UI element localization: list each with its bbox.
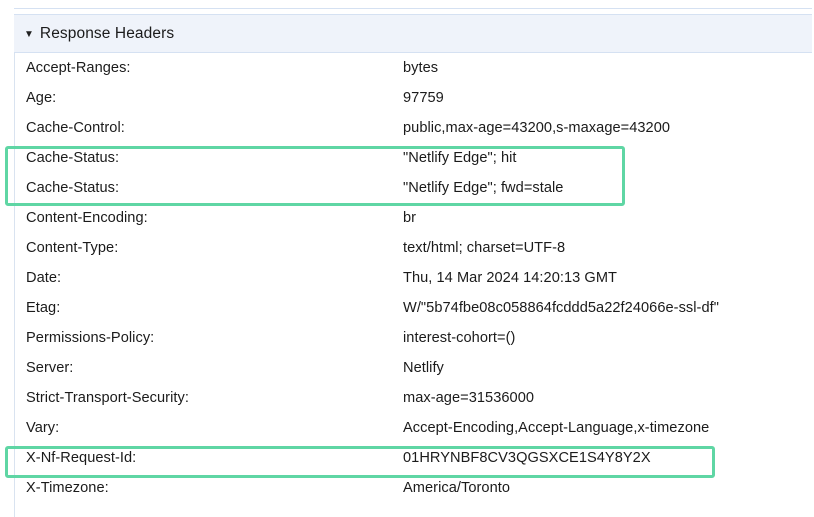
header-row[interactable]: Etag: W/"5b74fbe08c058864fcddd5a22f24066e… (15, 293, 812, 323)
header-name: X-Nf-Request-Id: (26, 450, 137, 466)
header-name: Permissions-Policy: (26, 330, 155, 346)
header-row[interactable]: X-Timezone: America/Toronto (15, 473, 812, 503)
header-name: Date: (26, 270, 62, 286)
header-name: Vary: (26, 420, 60, 436)
header-row[interactable]: Content-Encoding: br (15, 203, 812, 233)
header-name: Server: (26, 360, 74, 376)
header-value: Thu, 14 Mar 2024 14:20:13 GMT (403, 270, 617, 286)
header-row[interactable]: Accept-Ranges: bytes (15, 53, 812, 83)
header-value: interest-cohort=() (403, 330, 516, 346)
header-row[interactable]: X-Nf-Request-Id: 01HRYNBF8CV3QGSXCE1S4Y8Y… (15, 443, 812, 473)
header-value: Accept-Encoding,Accept-Language,x-timezo… (403, 420, 710, 436)
header-name: Content-Encoding: (26, 210, 148, 226)
response-headers-section-header[interactable]: ▼ Response Headers (14, 14, 812, 53)
header-value: W/"5b74fbe08c058864fcddd5a22f24066e-ssl-… (403, 300, 719, 316)
header-name: Content-Type: (26, 240, 119, 256)
header-row[interactable]: Strict-Transport-Security: max-age=315360… (15, 383, 812, 413)
header-value: bytes (403, 60, 439, 76)
header-row[interactable]: Server: Netlify (15, 353, 812, 383)
section-title: Response Headers (39, 24, 175, 42)
header-row[interactable]: Permissions-Policy: interest-cohort=() (15, 323, 812, 353)
header-name: Cache-Status: (26, 150, 120, 166)
header-name: Cache-Control: (26, 120, 125, 136)
panel-top-divider (14, 8, 812, 9)
header-name: Strict-Transport-Security: (26, 390, 189, 406)
header-name: Cache-Status: (26, 180, 120, 196)
header-name: Accept-Ranges: (26, 60, 131, 76)
header-row[interactable]: Vary: Accept-Encoding,Accept-Language,x-t… (15, 413, 812, 443)
header-row[interactable]: Age: 97759 (15, 83, 812, 113)
header-name: Age: (26, 90, 57, 106)
header-value: 01HRYNBF8CV3QGSXCE1S4Y8Y2X (403, 450, 651, 466)
header-row[interactable]: Cache-Status: "Netlify Edge"; fwd=stale (15, 173, 812, 203)
header-value: Netlify (403, 360, 444, 376)
header-value: br (403, 210, 417, 226)
header-name: X-Timezone: (26, 480, 109, 496)
header-value: max-age=31536000 (403, 390, 535, 406)
header-row[interactable]: Date: Thu, 14 Mar 2024 14:20:13 GMT (15, 263, 812, 293)
header-value: "Netlify Edge"; fwd=stale (403, 180, 564, 196)
header-row[interactable]: Cache-Status: "Netlify Edge"; hit (15, 143, 812, 173)
header-value: America/Toronto (403, 480, 511, 496)
header-value: "Netlify Edge"; hit (403, 150, 517, 166)
header-value: 97759 (403, 90, 444, 106)
header-value: public,max-age=43200,s-maxage=43200 (403, 120, 671, 136)
header-value: text/html; charset=UTF-8 (403, 240, 566, 256)
header-row[interactable]: Cache-Control: public,max-age=43200,s-max… (15, 113, 812, 143)
header-row[interactable]: Content-Type: text/html; charset=UTF-8 (15, 233, 812, 263)
header-name: Etag: (26, 300, 61, 316)
chevron-down-icon[interactable]: ▼ (24, 28, 34, 40)
